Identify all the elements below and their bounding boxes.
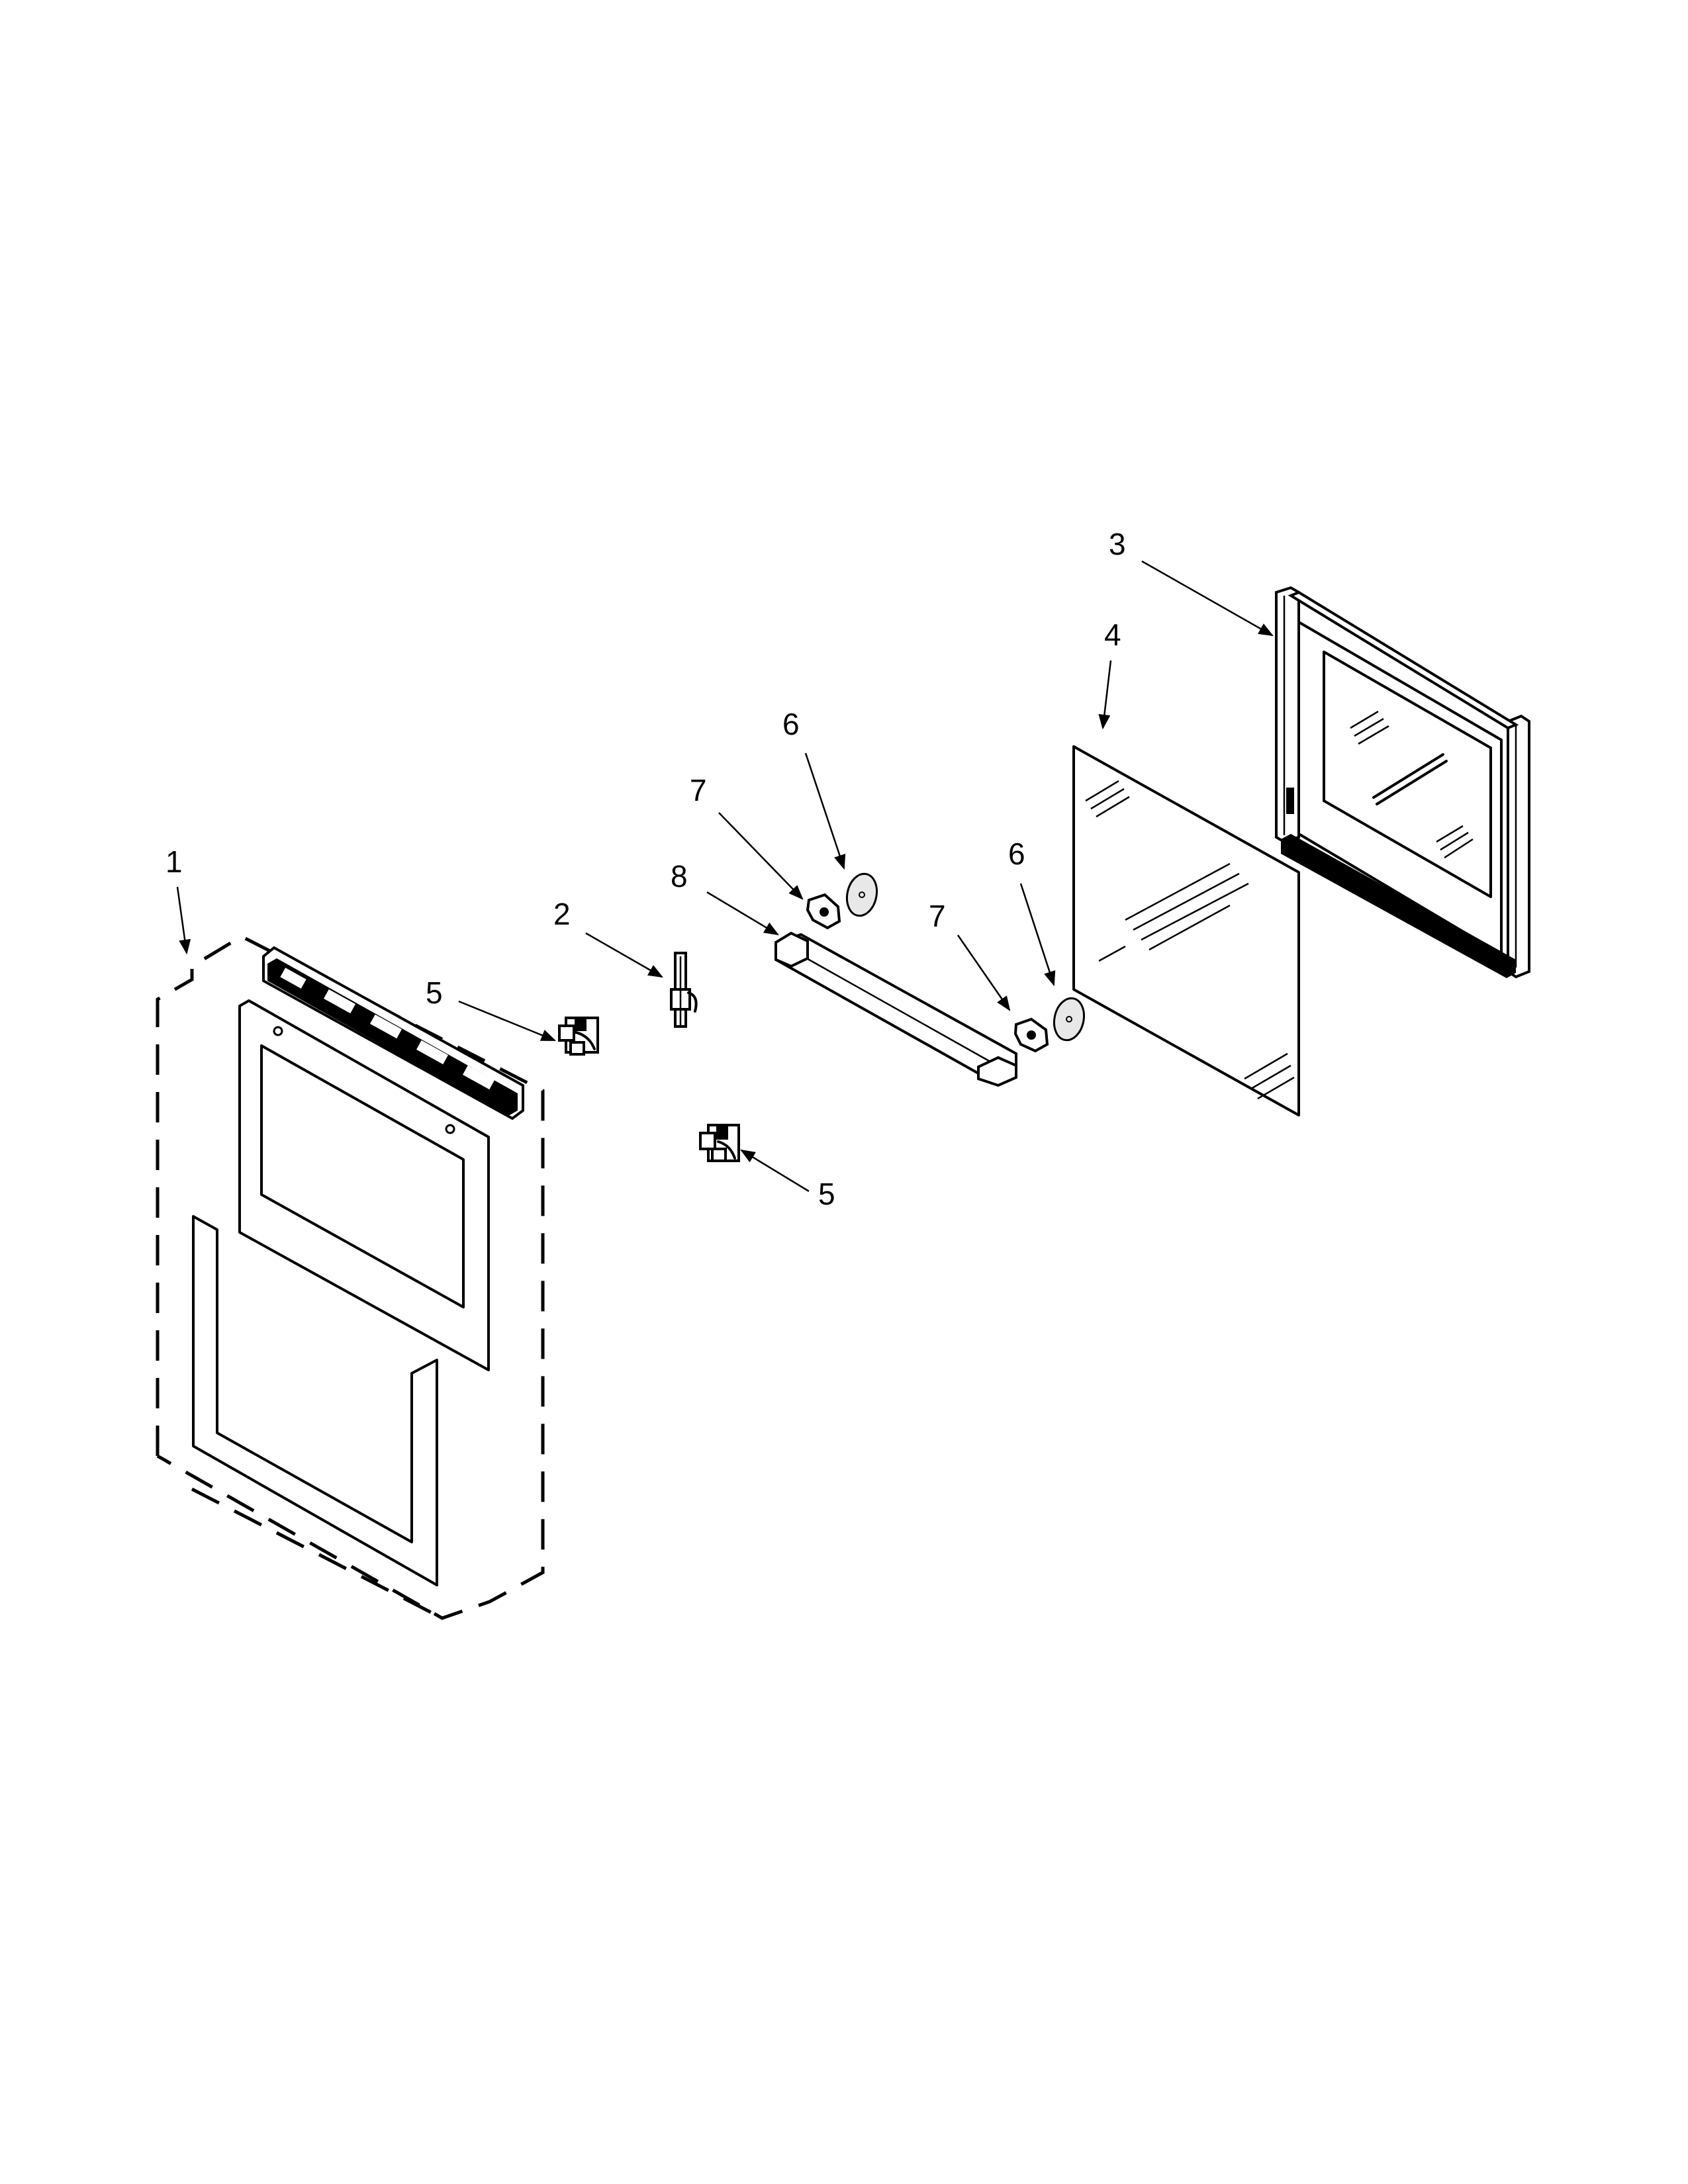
callout-3: 3 bbox=[1109, 527, 1126, 561]
callout-5-upper: 5 bbox=[426, 976, 443, 1010]
door-outer-panel bbox=[238, 999, 490, 1371]
callout-7-upper: 7 bbox=[690, 773, 707, 807]
part-7-end-cap-lower[interactable] bbox=[1013, 1017, 1049, 1053]
door-control-bar bbox=[262, 946, 524, 1120]
part-8-handle[interactable] bbox=[774, 931, 1017, 1087]
door-gasket bbox=[192, 1215, 438, 1586]
door-window-opening bbox=[260, 1044, 465, 1308]
part-5-bracket-upper[interactable] bbox=[558, 1017, 599, 1056]
callout-labels: 1 2 3 4 5 5 6 6 7 7 8 bbox=[165, 527, 1126, 1211]
callout-5-lower: 5 bbox=[818, 1177, 835, 1211]
part-6-spacer-upper[interactable] bbox=[843, 871, 880, 919]
assembly-boundary-bottom bbox=[191, 1487, 444, 1620]
callout-7-lower: 7 bbox=[929, 899, 946, 933]
part-7-end-cap-upper[interactable] bbox=[806, 893, 841, 930]
assembly-boundary bbox=[156, 934, 545, 1620]
part-5-bracket-lower[interactable] bbox=[699, 1124, 740, 1162]
callout-6-lower: 6 bbox=[1008, 837, 1025, 871]
part-1-door-assembly[interactable] bbox=[156, 934, 545, 1620]
part-2-hinge[interactable] bbox=[670, 952, 698, 1028]
part-3-inner-door-frame[interactable] bbox=[1275, 586, 1530, 979]
callout-8: 8 bbox=[671, 859, 688, 893]
callout-2: 2 bbox=[553, 897, 571, 931]
part-4-glass-panel[interactable] bbox=[1072, 745, 1300, 1116]
callout-6-upper: 6 bbox=[782, 707, 800, 741]
callout-1: 1 bbox=[165, 844, 183, 879]
callout-leaders bbox=[176, 560, 1274, 1193]
callout-4: 4 bbox=[1104, 617, 1121, 652]
part-6-spacer-lower[interactable] bbox=[1051, 995, 1088, 1043]
